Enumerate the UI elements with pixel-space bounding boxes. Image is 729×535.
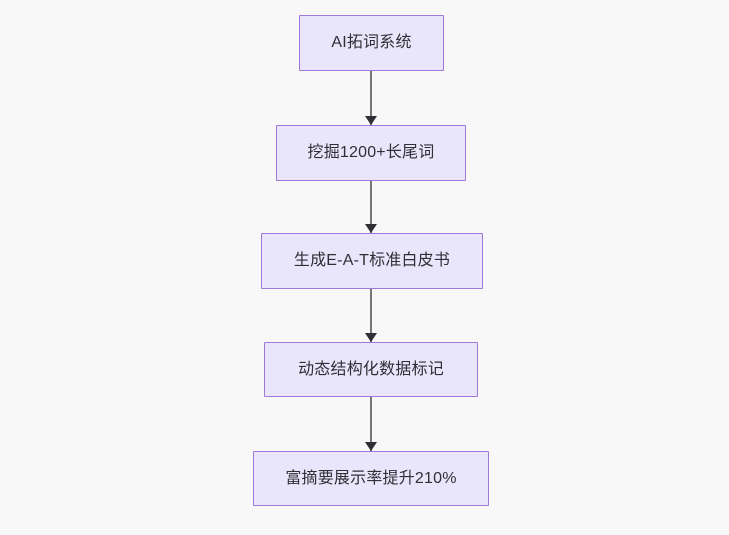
connector-line: [370, 289, 372, 342]
flow-node-label: 生成E-A-T标准白皮书: [293, 252, 451, 269]
down-arrow-icon: [365, 116, 377, 125]
flow-node-mine-long-tail-keywords[interactable]: 挖掘1200+长尾词: [276, 125, 466, 181]
flow-node-ai-keyword-system[interactable]: AI拓词系统: [299, 15, 444, 71]
flow-node-rich-snippet-ctr-uplift[interactable]: 富摘要展示率提升210%: [253, 451, 489, 506]
down-arrow-icon: [365, 442, 377, 451]
flow-node-label: AI拓词系统: [331, 34, 412, 51]
connector-line: [370, 181, 372, 233]
flow-node-label: 挖掘1200+长尾词: [307, 144, 435, 161]
flow-node-generate-eat-whitepaper[interactable]: 生成E-A-T标准白皮书: [261, 233, 483, 289]
connector-line: [370, 397, 372, 451]
flow-node-label: 动态结构化数据标记: [298, 360, 444, 378]
flow-node-dynamic-structured-data-markup[interactable]: 动态结构化数据标记: [264, 342, 478, 397]
down-arrow-icon: [365, 224, 377, 233]
down-arrow-icon: [365, 333, 377, 342]
connector-line: [370, 71, 372, 125]
flow-node-label: 富摘要展示率提升210%: [285, 469, 457, 487]
